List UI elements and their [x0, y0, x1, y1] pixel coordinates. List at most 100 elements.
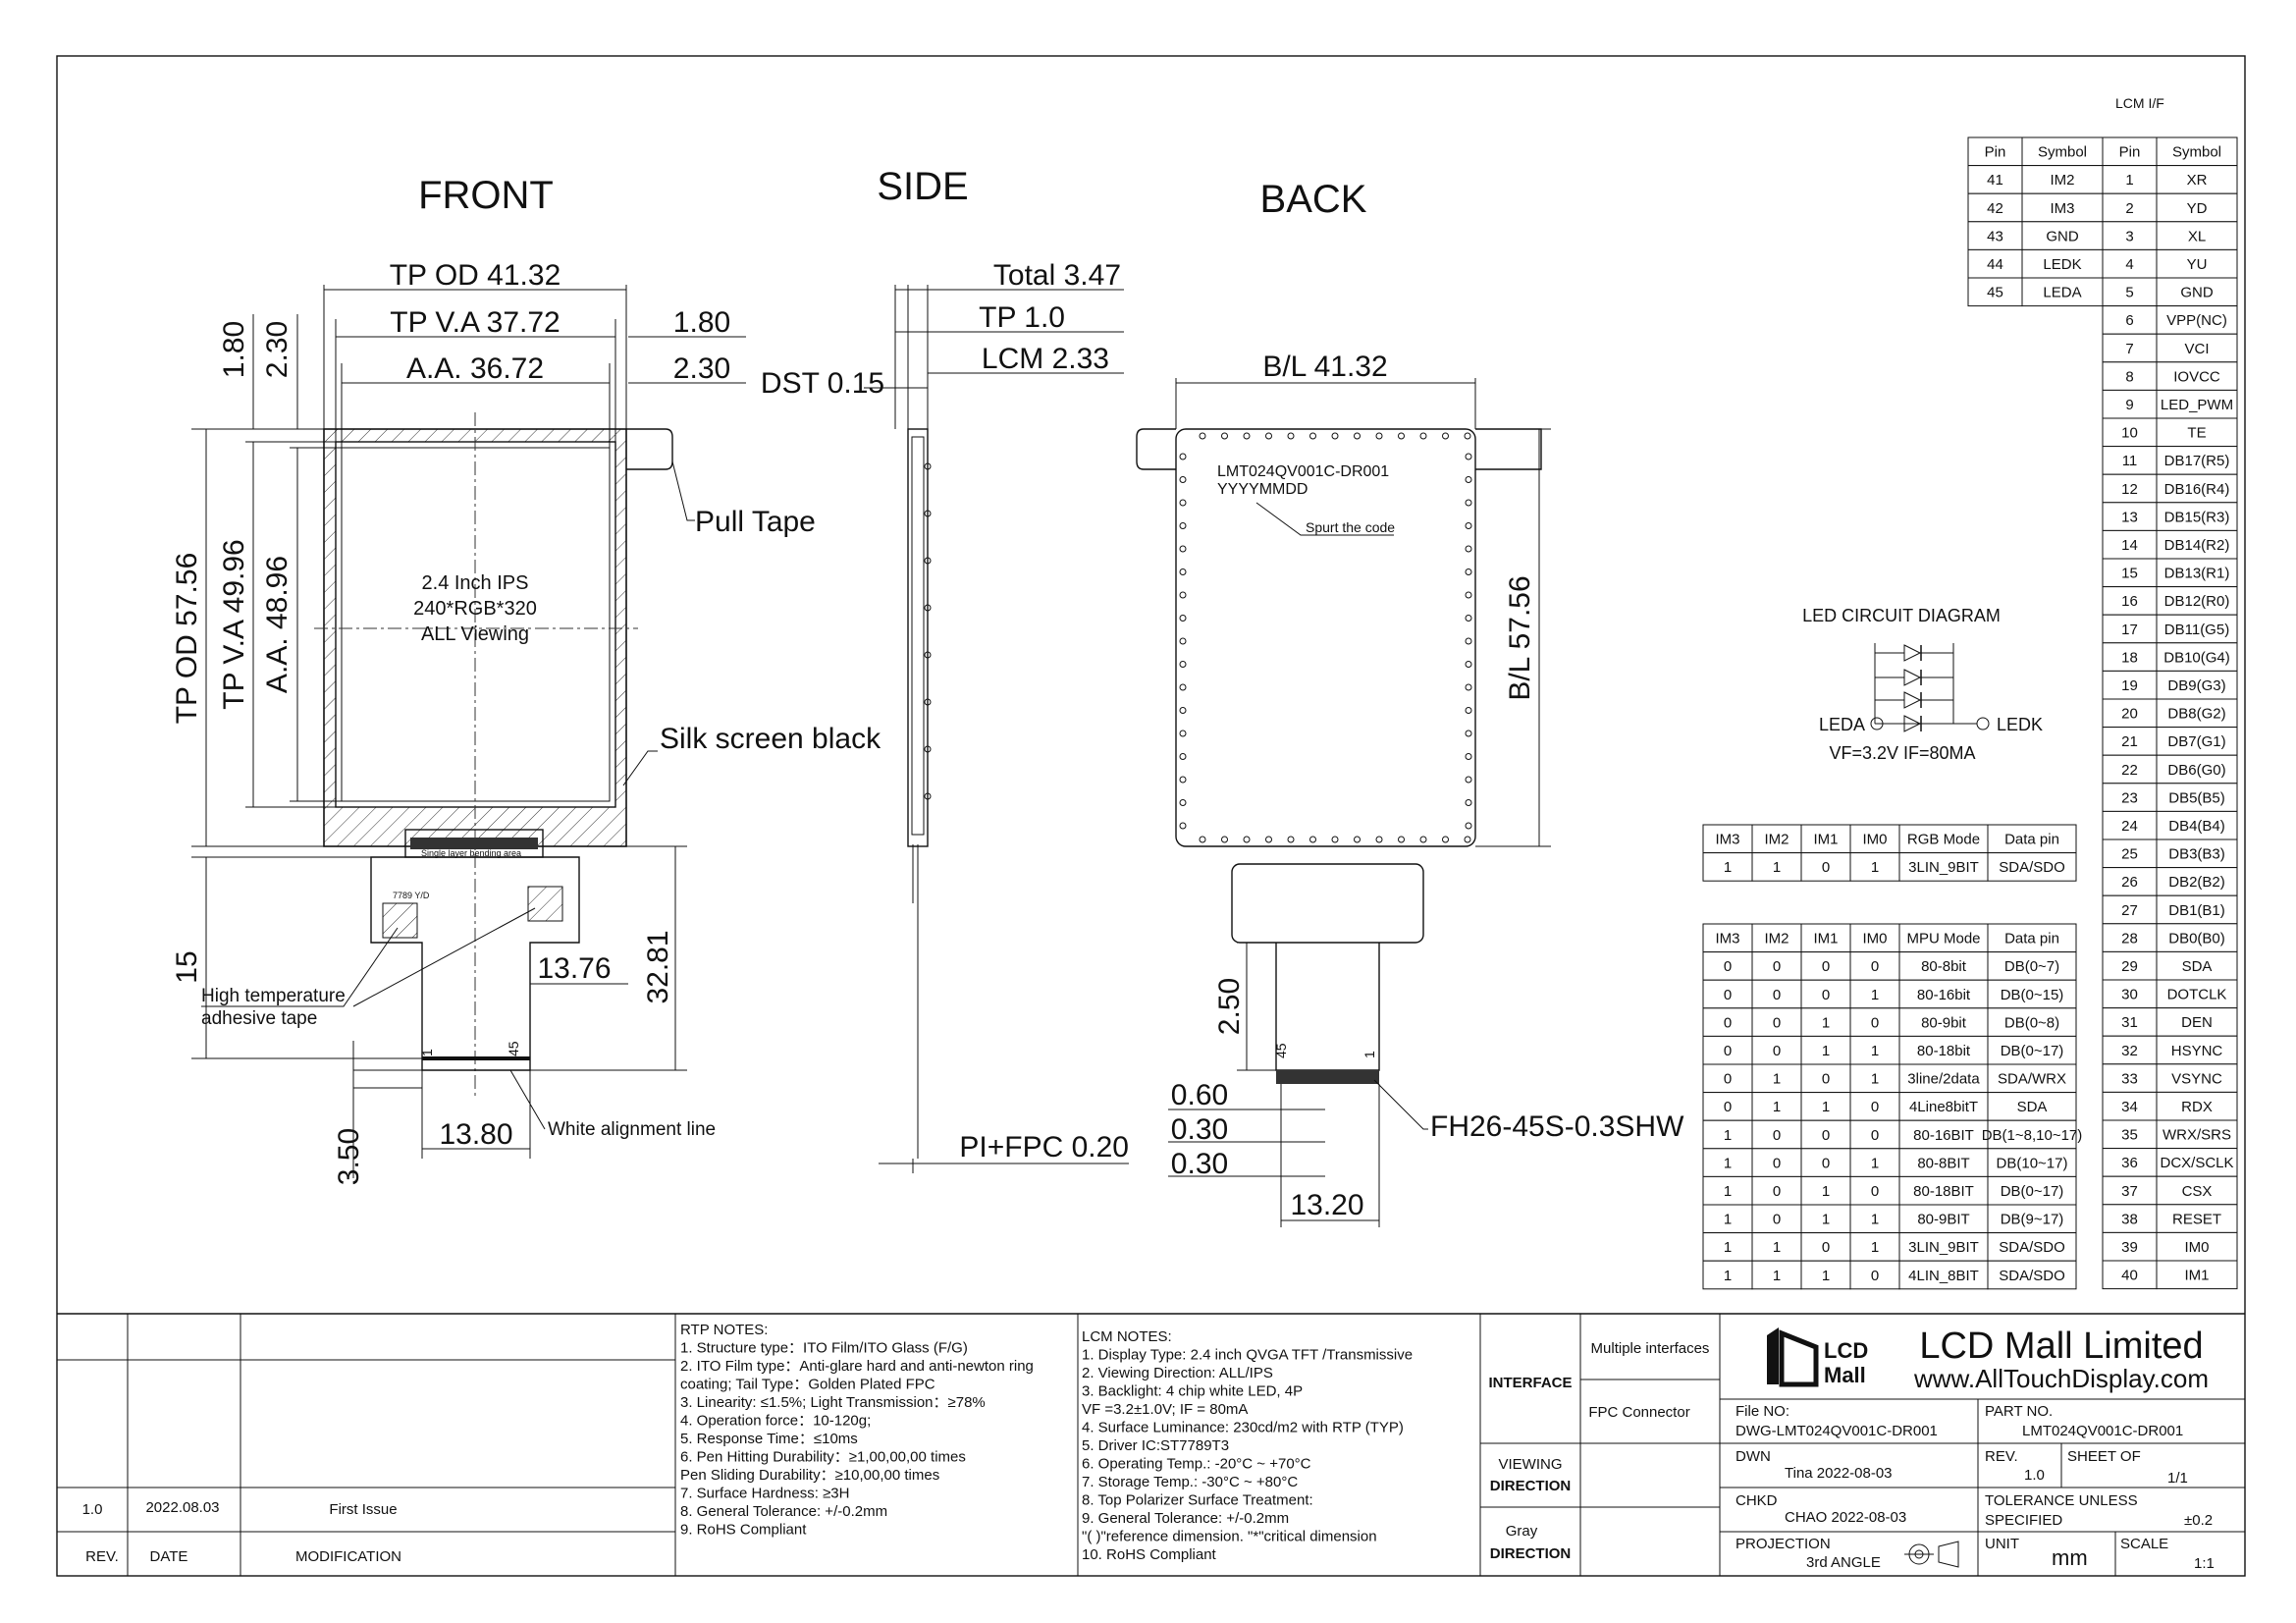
pin-right-cell: 21 [2121, 733, 2138, 750]
pin-right-cell: WRX/SRS [2163, 1127, 2231, 1144]
pin-right-cell-box [2156, 558, 2238, 588]
lcm-note-line: LCM NOTES: [1082, 1328, 1172, 1345]
fpc-pin45: 45 [506, 1041, 521, 1056]
hole-dot [1199, 432, 1206, 440]
mpu-cell: 0 [1871, 1183, 1879, 1200]
mpu-cell: 0 [1822, 987, 1830, 1003]
pin-right-cell-box [2102, 277, 2158, 307]
mpu-cell-box [1751, 1119, 1802, 1150]
projection-symbol-icon [1904, 1541, 1959, 1568]
dim-15: 15 [171, 950, 203, 983]
mpu-cell-box [1800, 1035, 1851, 1065]
hole-dot [1265, 836, 1272, 843]
dim-tp: TP 1.0 [979, 301, 1065, 334]
pin-right-cell-box [2102, 698, 2158, 729]
spurt-code-label: Spurt the code [1306, 519, 1395, 535]
pin-right-cell: 29 [2121, 958, 2138, 975]
pin-right-cell-box [2102, 783, 2158, 812]
mpu-header: Data pin [2004, 931, 2059, 947]
hole-dot [1179, 799, 1187, 806]
leda-label: LEDA [1819, 715, 1865, 734]
rgb-cell-box [1987, 824, 2077, 854]
mpu-cell: 3LIN_9BIT [1908, 1239, 1979, 1256]
dim-margin-v-230: 2.30 [261, 321, 294, 378]
mpu-cell: DB(0~15) [2001, 987, 2064, 1003]
pin-right-cell: TE [2187, 425, 2206, 442]
dim-margin-v-180: 1.80 [218, 321, 250, 378]
mpu-cell: 4LIN_8BIT [1908, 1268, 1979, 1284]
hole-dot [1179, 545, 1187, 553]
pin-right-cell: 23 [2121, 789, 2138, 806]
pin-right-cell-box [2156, 277, 2238, 307]
mpu-cell: SDA/SDO [1999, 1239, 2065, 1256]
hole-dot [1199, 836, 1206, 843]
pin-right-cell-box [2102, 642, 2158, 672]
hole-dot [1465, 522, 1472, 529]
pin-right-cell: 27 [2121, 902, 2138, 919]
dim-fpc-thickness: PI+FPC 0.20 [959, 1131, 1129, 1163]
hole-dot [1287, 836, 1295, 843]
pin-right-cell: DB12(R0) [2164, 593, 2230, 610]
hole-dot [1465, 453, 1472, 460]
scale-value: 1:1 [2194, 1555, 2215, 1572]
mpu-cell: 1 [1871, 1239, 1879, 1256]
pin-right-cell: DOTCLK [2167, 987, 2227, 1003]
pin-right-cell: 14 [2121, 537, 2138, 554]
dim-060: 0.60 [1171, 1079, 1228, 1111]
back-pin45: 45 [1273, 1043, 1289, 1058]
pin-left-cell: 42 [1987, 200, 2003, 217]
led-circuit-title: LED CIRCUIT DIAGRAM [1802, 606, 2001, 625]
pin-right-cell: 5 [2125, 285, 2133, 301]
mpu-cell-box [1800, 1007, 1851, 1037]
unit-value: mm [2052, 1545, 2088, 1570]
pin-right-cell: DB8(G2) [2167, 706, 2225, 723]
lcm-note-line: 2. Viewing Direction: ALL/IPS [1082, 1365, 1273, 1381]
pin-right-cell: 33 [2121, 1070, 2138, 1087]
mpu-cell-box [1702, 1260, 1753, 1290]
rgb-cell: 1 [1724, 859, 1732, 876]
pin-left-cell: 43 [1987, 228, 2003, 244]
dim-dst: DST 0.15 [761, 367, 884, 400]
dim-tp-od-width: TP OD 41.32 [390, 259, 561, 292]
mpu-cell: 0 [1822, 1071, 1830, 1088]
mpu-cell-box [1800, 1175, 1851, 1206]
mpu-cell-box [1702, 979, 1753, 1009]
mpu-cell: SDA [2017, 1099, 2048, 1115]
fpc-connector: FPC Connector [1588, 1404, 1689, 1421]
pin-right-cell-box [2156, 417, 2238, 448]
mpu-cell: 0 [1773, 1212, 1781, 1228]
mpu-cell-box [1751, 923, 1802, 953]
hta-label-2: adhesive tape [201, 1008, 317, 1029]
mpu-cell-box [1987, 1204, 2077, 1234]
dim-lcm: LCM 2.33 [982, 343, 1109, 375]
mpu-cell-box [1702, 1148, 1753, 1177]
pin-right-header: Pin [2119, 144, 2141, 161]
rgb-header: IM3 [1715, 832, 1739, 848]
lcm-note-line: 4. Surface Luminance: 230cd/m2 with RTP … [1082, 1420, 1404, 1436]
hole-dot [1179, 591, 1187, 599]
mpu-cell: 1 [1871, 1155, 1879, 1171]
resolution-text: 240*RGB*320 [413, 598, 537, 620]
rgb-cell-box [1849, 852, 1900, 882]
rtp-note-line: 5. Response Time：≤10ms [680, 1431, 858, 1447]
rgb-header: Data pin [2004, 832, 2059, 848]
pin-right-cell: 37 [2121, 1183, 2138, 1200]
mpu-cell: 0 [1724, 1014, 1732, 1031]
pin-right-cell-box [2102, 1260, 2158, 1290]
mpu-cell: 80-18bit [1917, 1043, 1971, 1059]
pin-right-cell: XL [2188, 228, 2206, 244]
mpu-cell-box [1898, 1035, 1989, 1065]
hole-dot [1179, 661, 1187, 668]
pin-right-cell-box [2102, 558, 2158, 588]
mpu-cell-box [1898, 1007, 1989, 1037]
hole-dot [1465, 707, 1472, 714]
rtp-note-line: 6. Pen Hitting Durability：≥1,00,00,00 ti… [680, 1449, 966, 1466]
lcm-if-title: LCM I/F [2115, 95, 2164, 111]
tolerance-value: ±0.2 [2184, 1512, 2213, 1529]
diode-icon [1903, 644, 1922, 662]
mpu-cell: DB(1~8,10~17) [1982, 1127, 2083, 1144]
mpu-cell: 0 [1871, 1268, 1879, 1284]
mpu-cell: 0 [1773, 1043, 1781, 1059]
side-dot [924, 604, 932, 612]
mpu-cell: 0 [1822, 1239, 1830, 1256]
